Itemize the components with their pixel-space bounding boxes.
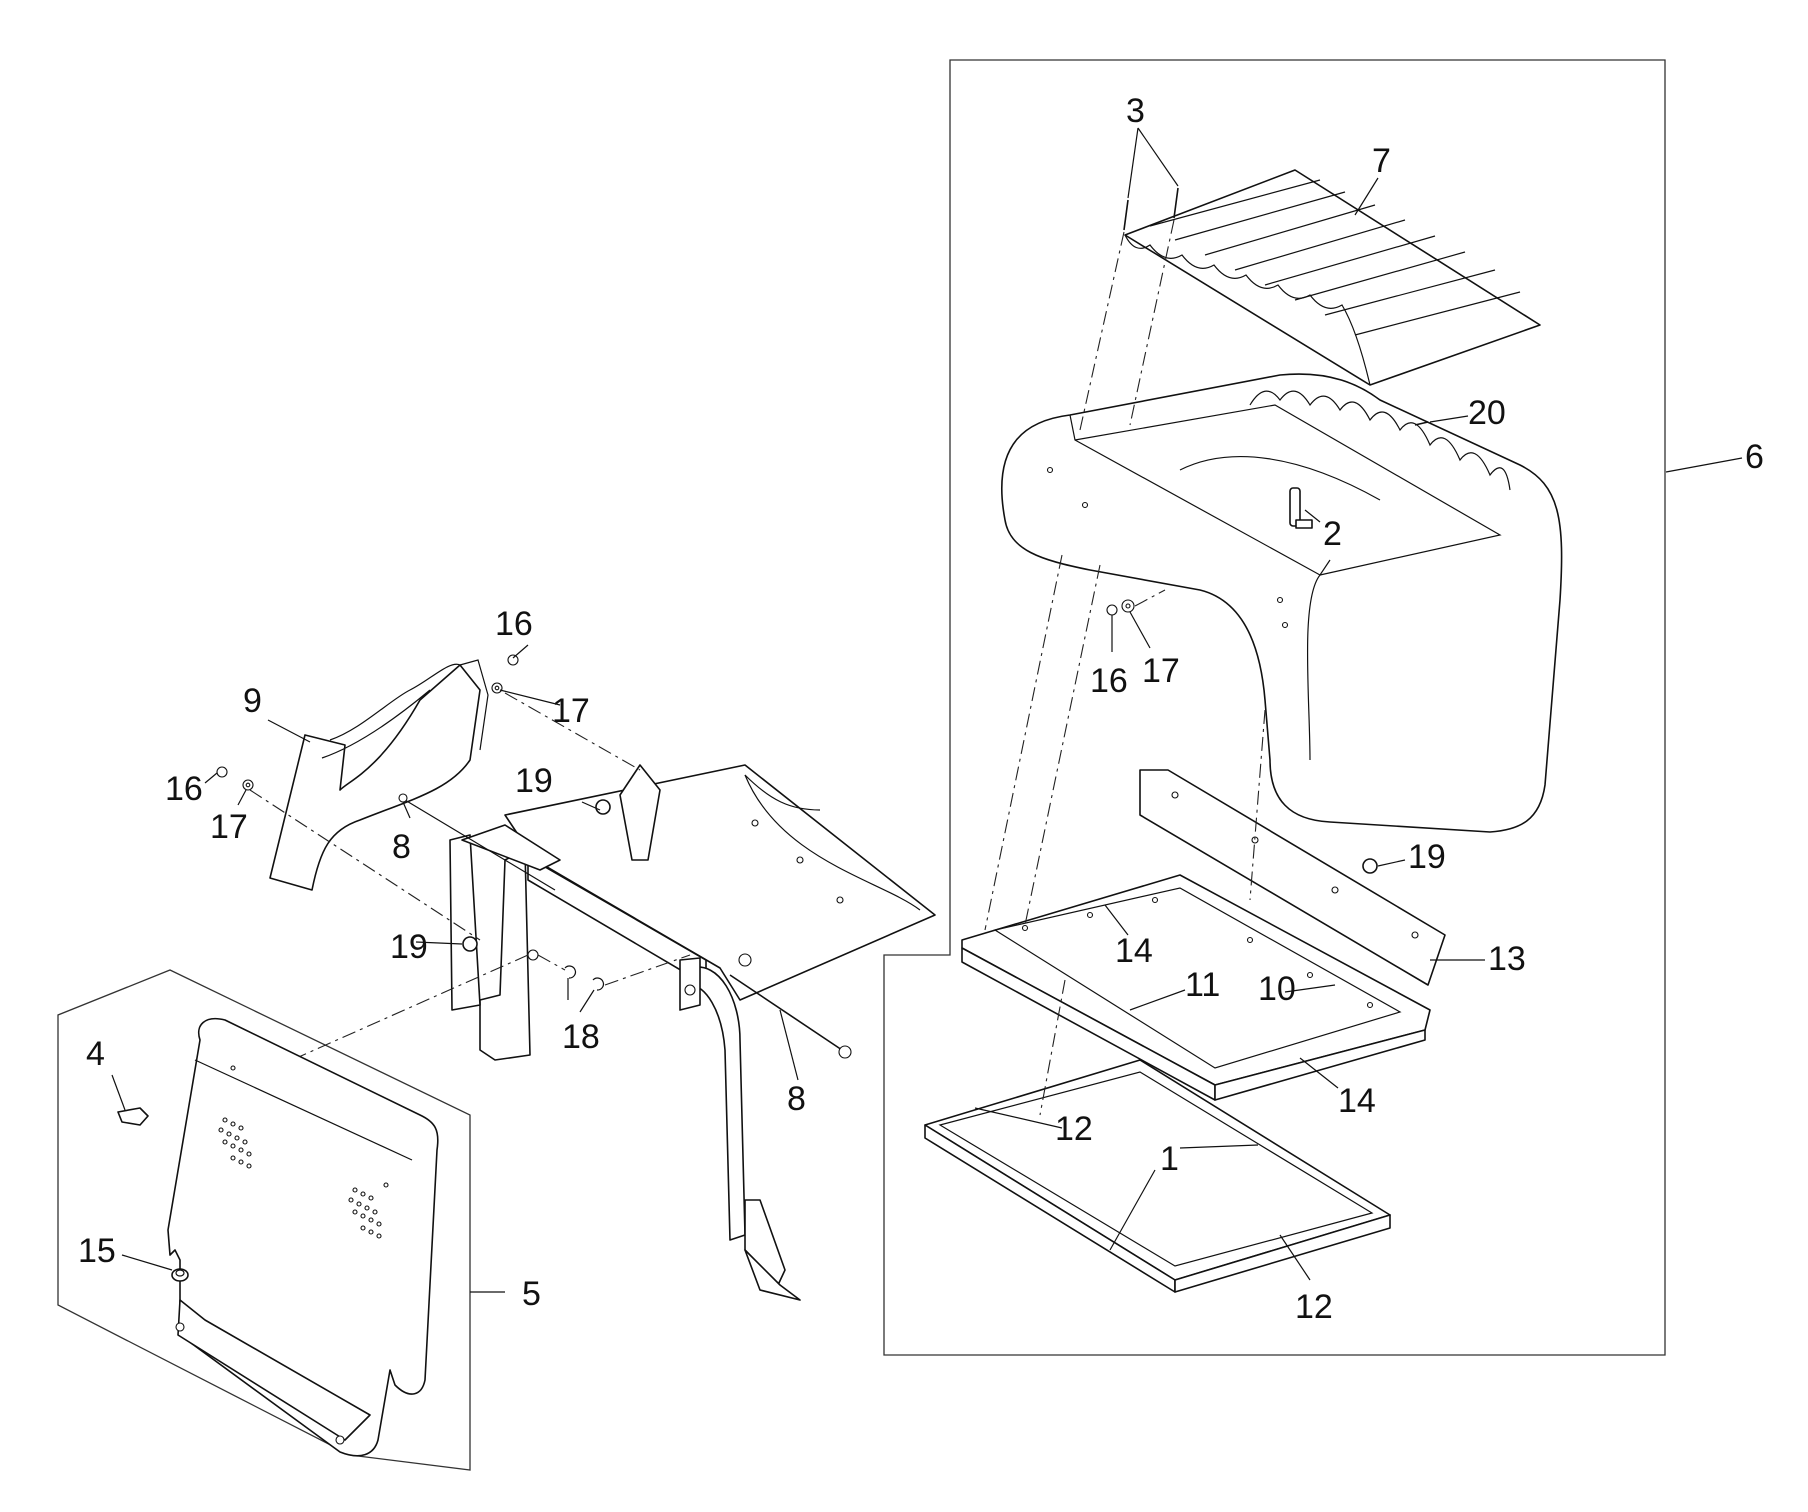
corrugated-panel-part-7 [1124, 169, 1541, 386]
callout-16-top: 16 [495, 605, 533, 643]
callout-20: 20 [1468, 394, 1506, 432]
screw-part-20 [1414, 421, 1429, 426]
frame-part-10 [961, 874, 1431, 1101]
rod-part-8-lower [729, 974, 852, 1059]
screws-part-3 [1123, 187, 1179, 231]
nut-part-19-left [462, 936, 478, 952]
callout-6: 6 [1745, 438, 1764, 476]
main-frame [449, 824, 801, 1301]
vent-holes-right [348, 1187, 382, 1239]
callout-19-top: 19 [515, 762, 553, 800]
bolt-washer-left [216, 766, 254, 791]
front-panel-part-5 [167, 1018, 439, 1457]
tray-part-1 [924, 1059, 1391, 1293]
callout-12-lower: 12 [1295, 1288, 1333, 1326]
callout-4: 4 [86, 1035, 105, 1073]
callout-10: 10 [1258, 970, 1296, 1008]
assembly-guide-lines-right [984, 219, 1266, 1116]
callout-16-left: 16 [165, 770, 203, 808]
shroud-part-9 [269, 659, 489, 891]
callout-17-hood: 17 [1142, 652, 1180, 690]
bolt-washer-top [491, 654, 519, 694]
callout-15: 15 [78, 1232, 116, 1270]
vent-holes-left [218, 1117, 252, 1169]
callout-17-top: 17 [552, 692, 590, 730]
callout-1: 1 [1160, 1140, 1179, 1178]
callout-8-lower: 8 [787, 1080, 806, 1118]
grommet-part-15 [171, 1268, 189, 1282]
callout-5: 5 [522, 1275, 541, 1313]
assembly-guide-lines-middle [249, 692, 691, 1073]
leader-lines [111, 127, 1743, 1293]
group-box-6 [883, 59, 1666, 1356]
nut-part-19-right [1362, 858, 1378, 874]
rod-part-8-upper [398, 793, 556, 891]
callout-8-upper: 8 [392, 828, 411, 866]
callout-7: 7 [1372, 142, 1391, 180]
callout-2: 2 [1323, 515, 1342, 553]
wing-knob-part-4 [117, 1107, 149, 1126]
clips-part-18 [564, 965, 605, 991]
callout-labels: 3 7 20 6 2 16 17 19 13 14 11 10 14 12 1 … [78, 92, 1764, 1326]
callout-14-lower: 14 [1338, 1082, 1376, 1120]
callout-3: 3 [1126, 92, 1145, 130]
callout-19-right: 19 [1408, 838, 1446, 876]
callout-18: 18 [562, 1018, 600, 1056]
bracket-top [595, 764, 661, 861]
hood-housing-part-6 [1000, 373, 1563, 833]
latch-part-2 [1289, 487, 1313, 529]
callout-12-upper: 12 [1055, 1110, 1093, 1148]
callout-14-upper: 14 [1115, 932, 1153, 970]
callout-9: 9 [243, 682, 262, 720]
callout-16-hood: 16 [1090, 662, 1128, 700]
callout-13: 13 [1488, 940, 1526, 978]
callout-17-left: 17 [210, 808, 248, 846]
callout-11: 11 [1185, 966, 1220, 1004]
callout-19-left: 19 [390, 928, 428, 966]
